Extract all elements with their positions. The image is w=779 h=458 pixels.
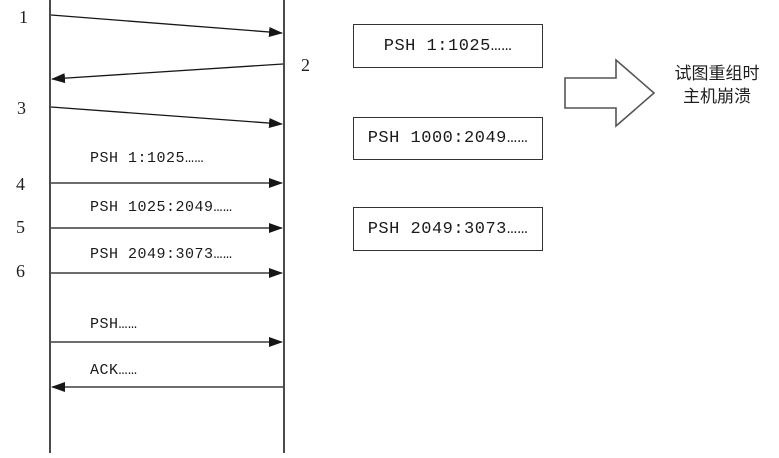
step-label-3: 3 bbox=[17, 98, 26, 118]
crash-annotation: 试图重组时 主机崩溃 bbox=[658, 62, 776, 108]
message-label-ack: ACK…… bbox=[90, 362, 138, 379]
packet-box-label: PSH 1:1025…… bbox=[383, 36, 513, 56]
packet-box-label: PSH 1000:2049…… bbox=[367, 129, 529, 148]
step-label-4: 4 bbox=[16, 174, 25, 194]
message-label-psh: PSH…… bbox=[90, 316, 138, 333]
crash-annotation-line2: 主机崩溃 bbox=[683, 87, 751, 106]
message-arrow-1 bbox=[50, 14, 283, 37]
message-label-psh-1025-2049: PSH 1025:2049…… bbox=[90, 199, 233, 216]
packet-box-psh-1000-2049: PSH 1000:2049…… bbox=[353, 117, 543, 160]
crash-annotation-line1: 试图重组时 bbox=[674, 64, 760, 83]
message-label-psh-1-1025: PSH 1:1025…… bbox=[90, 150, 205, 167]
step-label-6: 6 bbox=[16, 261, 25, 281]
step-label-2: 2 bbox=[301, 55, 310, 75]
block-arrow-icon bbox=[564, 58, 656, 128]
packet-box-psh-2049-3073: PSH 2049:3073…… bbox=[353, 207, 543, 251]
message-arrow-2 bbox=[51, 63, 284, 84]
message-label-psh-2049-3073: PSH 2049:3073…… bbox=[90, 246, 233, 263]
packet-box-psh-1-1025: PSH 1:1025…… bbox=[353, 24, 543, 68]
packet-box-label: PSH 2049:3073…… bbox=[367, 219, 529, 239]
step-label-5: 5 bbox=[16, 217, 25, 237]
step-label-1: 1 bbox=[19, 7, 28, 27]
message-arrow-3 bbox=[50, 106, 283, 129]
